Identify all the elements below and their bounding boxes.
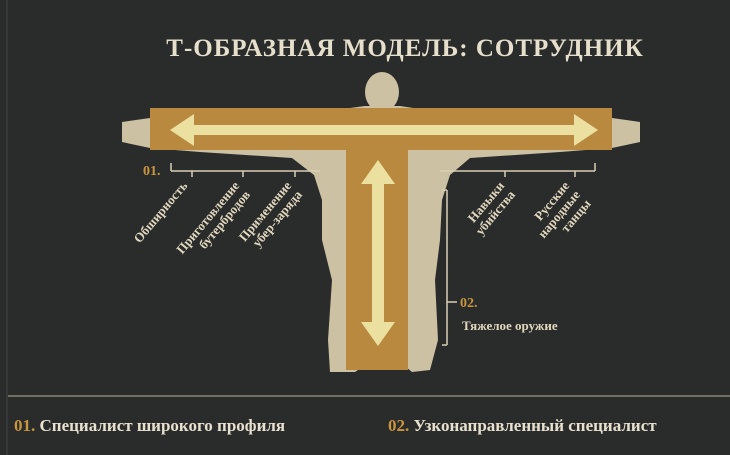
- horizontal-arrow: [170, 114, 598, 146]
- breadth-number: 01.: [143, 164, 161, 179]
- vertical-arrow: [361, 160, 395, 346]
- breadth-scale-right: [440, 163, 596, 346]
- legend-item-broad: 01. Специалист широкого профиля: [14, 416, 285, 435]
- depth-number: 02.: [460, 296, 478, 311]
- depth-skill-label: Тяжелое оружие: [462, 318, 558, 333]
- diagram-title: Т-ОБРАЗНАЯ МОДЕЛЬ: СОТРУДНИК: [166, 35, 643, 62]
- legend-item-narrow: 02. Узконаправленный специалист: [388, 416, 657, 435]
- breadth-scale-left: [170, 163, 320, 177]
